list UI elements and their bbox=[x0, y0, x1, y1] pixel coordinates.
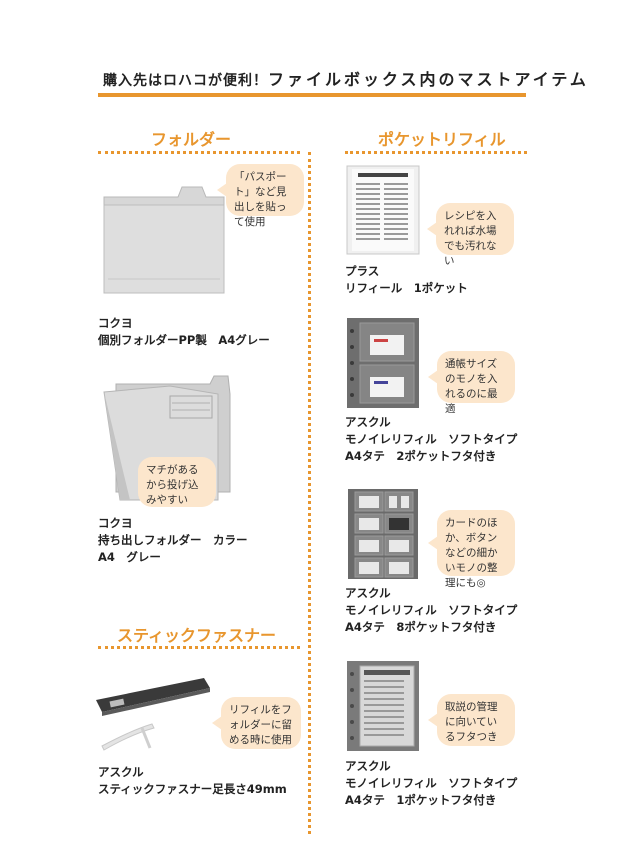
page-title-small: 購入先はロハコが便利！ bbox=[103, 73, 268, 89]
section-divider-stick-fastener bbox=[98, 646, 300, 649]
product-name: 個別フォルダーPP製 A4グレー bbox=[98, 333, 270, 347]
page-title: 購入先はロハコが便利！ファイルボックス内のマストアイテム bbox=[103, 66, 589, 90]
section-heading-stick-fastener: スティックファスナー bbox=[117, 626, 277, 645]
product-name: スティックファスナー足長さ49mm bbox=[98, 782, 287, 796]
product-name: リフィール 1ポケット bbox=[345, 281, 468, 295]
folder-image bbox=[103, 186, 225, 294]
brand-name: アスクル bbox=[98, 765, 144, 779]
tip-text: カードのほか、ボタンなどの細かいモノの整理にも◎ bbox=[445, 517, 498, 589]
product-caption-folder1: コクヨ 個別フォルダーPP製 A4グレー bbox=[98, 315, 270, 349]
brand-name: アスクル bbox=[345, 415, 391, 429]
tip-bubble-folder1: 「パスポート」など見出しを貼って使用 bbox=[217, 164, 304, 228]
tip-text: マチがあるから投げ込みやすい bbox=[146, 464, 199, 506]
tip-text: レシピを入れれば水場でも汚れない bbox=[444, 210, 497, 267]
column-divider bbox=[308, 152, 311, 834]
product-name: モノイレリフィル ソフトタイプ bbox=[345, 776, 518, 790]
product-caption-refill3: アスクル モノイレリフィル ソフトタイプ A4タテ 8ポケットフタ付き bbox=[345, 585, 517, 636]
product-caption-fastener: アスクル スティックファスナー足長さ49mm bbox=[98, 764, 287, 798]
tip-bubble-refill1: レシピを入れれば水場でも汚れない bbox=[427, 203, 514, 267]
product-name: モノイレリフィル ソフトタイプ bbox=[345, 603, 518, 617]
tip-bubble-refill2: 通帳サイズのモノを入れるのに最適 bbox=[428, 351, 515, 415]
tip-text: 通帳サイズのモノを入れるのに最適 bbox=[445, 358, 498, 415]
product-caption-refill2: アスクル モノイレリフィル ソフトタイプ A4タテ 2ポケットフタ付き bbox=[345, 414, 517, 465]
eight-pocket-refill-image bbox=[348, 489, 418, 579]
tip-bubble-refill3: カードのほか、ボタンなどの細かいモノの整理にも◎ bbox=[428, 510, 515, 589]
brand-name: プラス bbox=[345, 264, 380, 278]
section-heading-pocket-refill: ポケットリフィル bbox=[378, 130, 506, 149]
product-caption-refill1: プラス リフィール 1ポケット bbox=[345, 263, 468, 297]
tip-text: リフィルをフォルダーに留める時に使用 bbox=[229, 704, 292, 746]
product-spec: A4 グレー bbox=[98, 550, 161, 564]
tip-bubble-refill4: 取説の管理に向いているフタつき bbox=[428, 694, 515, 746]
product-spec: A4タテ 1ポケットフタ付き bbox=[345, 793, 497, 807]
section-divider-pocket-refill bbox=[345, 151, 527, 154]
brand-name: コクヨ bbox=[98, 316, 133, 330]
product-name: 持ち出しフォルダー カラー bbox=[98, 533, 248, 547]
brand-name: コクヨ bbox=[98, 516, 133, 530]
single-pocket-refill-image bbox=[346, 165, 420, 255]
tip-bubble-fastener: リフィルをフォルダーに留める時に使用 bbox=[212, 697, 301, 749]
stick-fastener-image bbox=[96, 678, 210, 751]
product-caption-folder2: コクヨ 持ち出しフォルダー カラー A4 グレー bbox=[98, 515, 248, 566]
section-heading-folder: フォルダー bbox=[151, 130, 232, 149]
brand-name: アスクル bbox=[345, 759, 391, 773]
tip-bubble-folder2: マチがあるから投げ込みやすい bbox=[138, 457, 216, 507]
product-spec: A4タテ 8ポケットフタ付き bbox=[345, 620, 497, 634]
tip-text: 「パスポート」など見出しを貼って使用 bbox=[234, 171, 287, 228]
two-pocket-refill-image bbox=[347, 318, 419, 408]
section-divider-folder bbox=[98, 151, 300, 154]
title-rule bbox=[98, 93, 526, 97]
page-title-large: ファイルボックス内のマストアイテム bbox=[268, 70, 589, 89]
product-name: モノイレリフィル ソフトタイプ bbox=[345, 432, 518, 446]
brand-name: アスクル bbox=[345, 586, 391, 600]
tip-text: 取説の管理に向いているフタつき bbox=[445, 701, 498, 743]
product-caption-refill4: アスクル モノイレリフィル ソフトタイプ A4タテ 1ポケットフタ付き bbox=[345, 758, 517, 809]
product-spec: A4タテ 2ポケットフタ付き bbox=[345, 449, 497, 463]
single-pocket-flap-refill-image bbox=[347, 661, 419, 751]
